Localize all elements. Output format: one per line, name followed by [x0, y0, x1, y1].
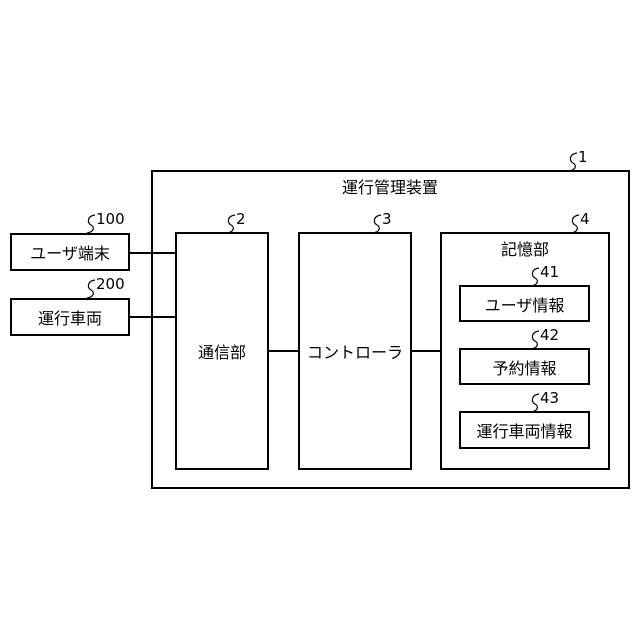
storage-unit-title: 記憶部 [480, 236, 570, 260]
connector-comm-controller [269, 350, 299, 352]
ref-number-1: 1 [578, 150, 588, 165]
operating-vehicle-info-box: 運行車両情報 [459, 411, 590, 449]
operating-vehicle-box: 運行車両 [10, 298, 130, 336]
reservation-info-box: 予約情報 [459, 348, 590, 385]
communication-unit-box: 通信部 [175, 232, 269, 470]
user-terminal-label: ユーザ端末 [30, 240, 110, 264]
ref-number-100: 100 [96, 212, 125, 227]
ref-number-200: 200 [96, 277, 125, 292]
reservation-info-label: 予約情報 [492, 355, 556, 379]
operation-management-device-title: 運行管理装置 [330, 174, 450, 198]
connector-operating-vehicle [130, 316, 176, 318]
ref-number-43: 43 [540, 391, 559, 406]
user-info-box: ユーザ情報 [459, 285, 590, 322]
communication-unit-label: 通信部 [198, 339, 246, 363]
controller-label: コントローラ [307, 339, 403, 363]
ref-number-42: 42 [540, 328, 559, 343]
ref-number-4: 4 [580, 212, 590, 227]
ref-number-41: 41 [540, 265, 559, 280]
user-info-label: ユーザ情報 [485, 292, 565, 316]
ref-number-2: 2 [236, 212, 246, 227]
controller-box: コントローラ [298, 232, 412, 470]
operating-vehicle-label: 運行車両 [38, 305, 102, 329]
connector-controller-storage [412, 350, 441, 352]
operating-vehicle-info-label: 運行車両情報 [476, 418, 572, 442]
connector-user-terminal [130, 252, 176, 254]
user-terminal-box: ユーザ端末 [10, 233, 130, 271]
ref-number-3: 3 [382, 212, 392, 227]
